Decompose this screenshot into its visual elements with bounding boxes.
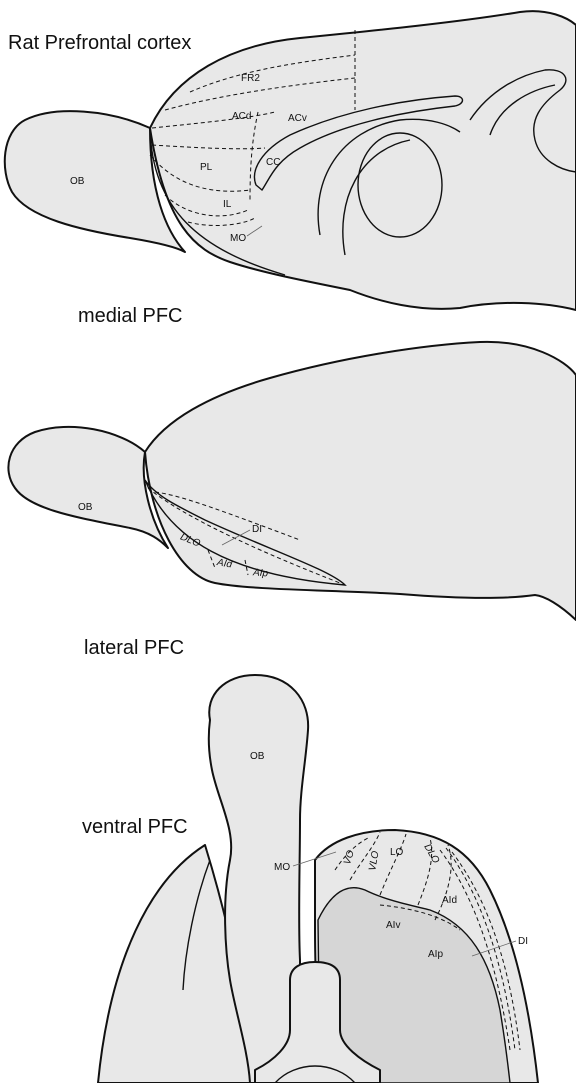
medial-label-acd: ACd (232, 111, 251, 122)
ventral-caption: ventral PFC (82, 816, 188, 838)
ventral-label-mo: MO (274, 862, 290, 873)
ventral-label-aip: AIp (428, 949, 443, 960)
ventral-label-lo: LO (390, 847, 404, 858)
ventral-label-ob: OB (250, 751, 265, 762)
medial-label-mo: MO (230, 233, 246, 244)
lateral-cortex-shape (145, 342, 576, 620)
medial-label-acv: ACv (288, 113, 307, 124)
ventral-panel: OB MO VO VLO LO DLO AId AIv AIp DI (98, 675, 538, 1083)
medial-label-cc: CC (266, 157, 280, 168)
lateral-label-ob: OB (78, 502, 93, 513)
medial-label-pl: PL (200, 162, 213, 173)
ventral-label-aiv: AIv (386, 920, 400, 931)
medial-label-il: IL (223, 199, 232, 210)
lateral-caption: lateral PFC (84, 637, 184, 659)
ventral-label-di: DI (518, 936, 528, 947)
lateral-label-aip: AIp (252, 567, 269, 579)
medial-label-fr2: FR2 (241, 73, 260, 84)
lateral-label-di: DI (252, 524, 262, 535)
lateral-ob-shape (8, 427, 168, 548)
medial-label-ob: OB (70, 176, 85, 187)
figure-title: Rat Prefrontal cortex (8, 32, 191, 54)
medial-panel: OB FR2 ACd ACv PL CC IL MO (5, 11, 576, 310)
ventral-label-aid: AId (442, 895, 457, 906)
lateral-panel: OB DI DLO AId AIp (8, 342, 576, 620)
medial-caption: medial PFC (78, 305, 182, 327)
